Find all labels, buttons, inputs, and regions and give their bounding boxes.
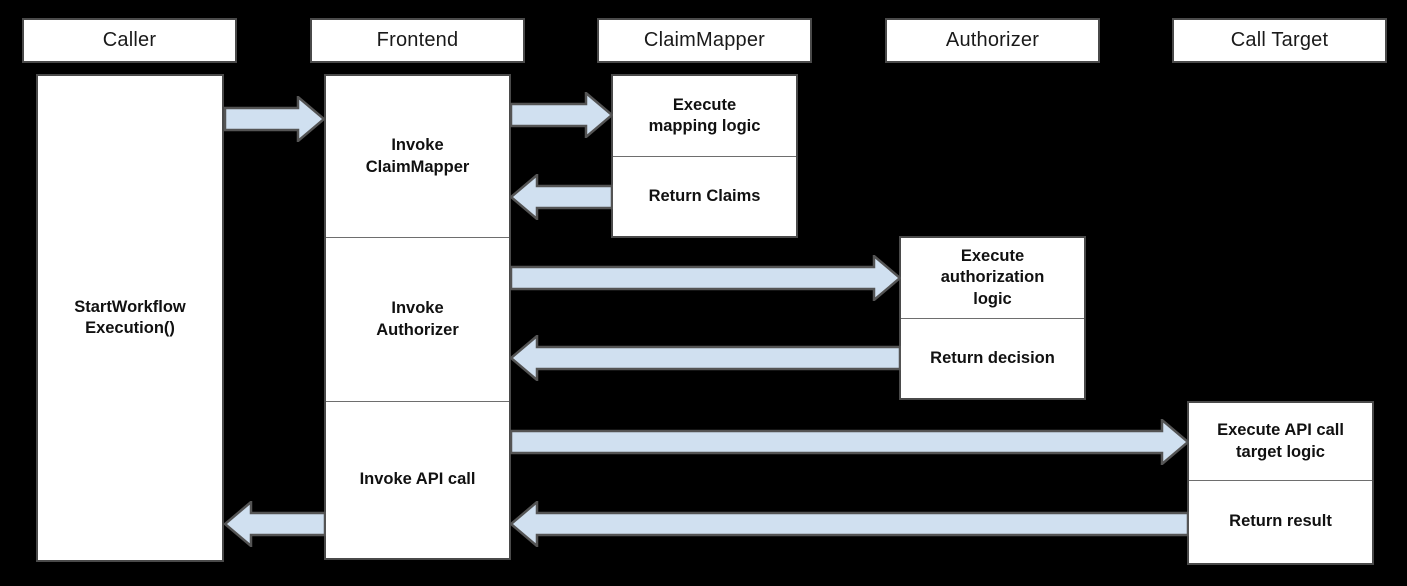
message-arrow-frontend-to-claimmapper[interactable]	[510, 92, 613, 138]
participant-label-calltarget: Call Target	[1230, 29, 1329, 51]
participant-label-frontend: Frontend	[376, 29, 459, 51]
participant-header-authorizer[interactable]: Authorizer	[885, 18, 1100, 63]
participant-header-claimmapper[interactable]: ClaimMapper	[597, 18, 812, 63]
participant-header-caller[interactable]: Caller	[22, 18, 237, 63]
message-arrow-frontend-to-calltarget[interactable]	[510, 419, 1189, 465]
participant-label-authorizer: Authorizer	[945, 29, 1040, 51]
lifeline-segment-return-result: Return result	[1229, 512, 1332, 531]
participant-header-frontend[interactable]: Frontend	[310, 18, 525, 63]
message-arrow-authorizer-to-frontend[interactable]	[510, 335, 901, 381]
lifeline-segment-return-claims: Return Claims	[648, 186, 761, 205]
message-arrow-frontend-to-caller[interactable]	[224, 501, 326, 547]
lifeline-segment-return-decision: Return decision	[930, 348, 1055, 367]
lifeline-segment-invoke-api-call: Invoke API call	[359, 470, 476, 489]
participant-label-claimmapper: ClaimMapper	[643, 29, 766, 51]
message-arrow-caller-to-frontend[interactable]	[224, 96, 325, 142]
message-arrow-frontend-to-authorizer[interactable]	[510, 255, 901, 301]
participant-header-calltarget[interactable]: Call Target	[1172, 18, 1387, 63]
message-arrow-claimmapper-to-frontend[interactable]	[510, 174, 613, 220]
message-arrow-calltarget-to-frontend[interactable]	[510, 501, 1189, 547]
participant-label-caller: Caller	[102, 29, 157, 51]
